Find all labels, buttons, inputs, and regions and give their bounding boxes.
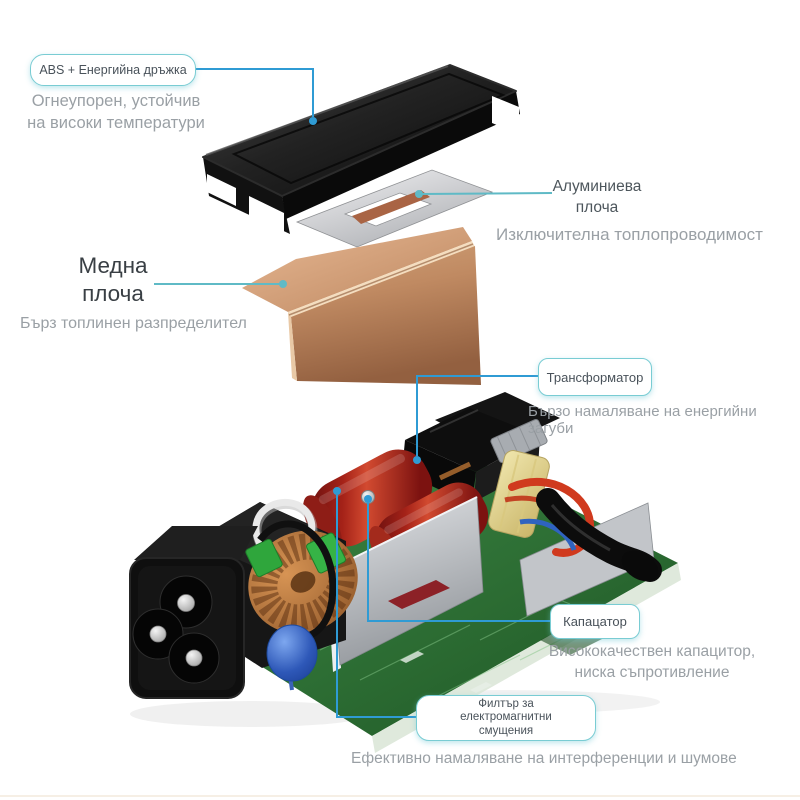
copper-label: Медна плоча: [78, 253, 148, 306]
abs-label: ABS + Енергийна дръжка: [39, 63, 187, 77]
copper-plate: [242, 227, 481, 385]
black-wire: [257, 520, 337, 640]
power-cable: [536, 488, 662, 582]
copper-caption: Бърз топлинен разпределител: [20, 315, 247, 332]
emi-filter-caption: Ефективно намаляване на интерференции и …: [351, 750, 737, 767]
aluminum-label: Алуминиева плоча: [552, 178, 642, 216]
callout-lines: [154, 68, 553, 718]
aluminum-caption: Изключителна топлопроводимост: [496, 225, 763, 244]
green-core-left: [245, 538, 283, 578]
capacitor-caption: Висококачествен капацитор, ниска съпроти…: [548, 643, 756, 681]
ac-socket: [129, 526, 258, 699]
capacitor-label: Капацатор: [563, 614, 627, 629]
case-notch: [492, 96, 519, 134]
capacitor-callout-dot: [364, 495, 372, 503]
socket-pins: [149, 594, 203, 667]
emi-filter-label: Филтър за електромагнитни смущения: [460, 697, 552, 737]
aluminum-callout-dot: [415, 190, 423, 198]
callout-box-capacitor: Капацатор: [550, 604, 640, 639]
case-notch: [207, 174, 236, 206]
blue-disc-capacitor: [266, 624, 318, 691]
aluminum-callout-line: [420, 192, 553, 195]
capacitor-callout-line: [367, 503, 552, 622]
callout-box-abs: ABS + Енергийна дръжка: [30, 54, 196, 86]
abs-callout-line: [194, 68, 314, 117]
emi-callout-dot: [333, 487, 341, 495]
abs-caption: Огнеупорен, устойчив на високи температу…: [27, 92, 205, 132]
case-notch: [249, 196, 284, 238]
abs-callout-dot: [309, 117, 317, 125]
transformer-caption: Бързо намаляване на енергийни загуби: [528, 403, 757, 437]
copper-callout-dot: [279, 280, 287, 288]
footer-divider: [0, 795, 800, 797]
transformer-label: Трансформатор: [546, 369, 644, 385]
callout-box-transformer: Трансформатор: [538, 358, 652, 396]
callout-box-emi-filter: Филтър за електромагнитни смущения: [416, 695, 596, 741]
adapter-case: [202, 64, 520, 238]
aluminum-plate: [295, 169, 494, 248]
transformer-callout-line: [416, 375, 540, 456]
copper-strip-through-slot: [352, 190, 430, 224]
maroon-component: [388, 580, 450, 609]
transformer-callout-dot: [413, 456, 421, 464]
emi-callout-line: [336, 495, 418, 718]
